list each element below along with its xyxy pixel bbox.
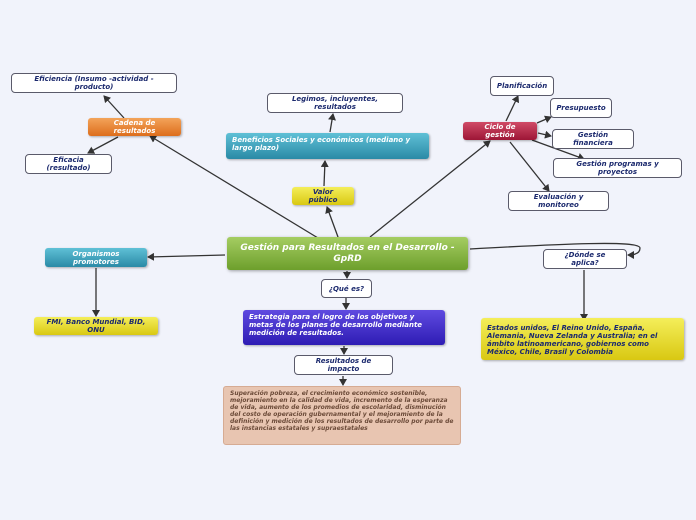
link-ciclo-planificacion: [505, 95, 520, 122]
central-topic-node[interactable]: Gestión para Resultados en el Desarrollo…: [227, 237, 468, 270]
resultados-impacto-node[interactable]: Resultados de impacto: [294, 355, 393, 375]
superacion-node[interactable]: Superación pobreza, el crecimiento econó…: [223, 386, 461, 445]
eficiencia-node[interactable]: Eficiencia (Insumo -actividad - producto…: [11, 73, 177, 93]
organismos-promotores-node[interactable]: Organismos promotores: [45, 248, 147, 267]
link-beneficios-legitimos: [328, 113, 336, 133]
link-central-donde: [469, 242, 641, 259]
ciclo-de-gestion-node[interactable]: Ciclo de gestión: [463, 122, 537, 140]
link-central-cadena: [149, 135, 319, 239]
que-es-node[interactable]: ¿Qué es?: [321, 279, 372, 298]
link-ciclo-presupuesto: [536, 115, 552, 124]
link-central-ciclo: [369, 140, 491, 238]
planificacion-node[interactable]: Planificación: [490, 76, 554, 96]
fmi-node[interactable]: FMI, Banco Mundial, BID, ONU: [34, 317, 158, 335]
link-central-organismos: [147, 252, 226, 261]
donde-se-aplica-node[interactable]: ¿Dónde se aplica?: [543, 249, 627, 269]
link-ciclo-evaluacion: [509, 141, 550, 192]
valor-publico-node[interactable]: Valor público: [292, 187, 354, 205]
paises-node[interactable]: Estados unidos, El Reino Unido, España, …: [481, 318, 684, 360]
link-cadena-eficacia: [87, 136, 119, 154]
link-cadena-eficiencia: [103, 95, 125, 119]
legitimos-node[interactable]: Legimos, incluyentes, resultados: [267, 93, 403, 113]
link-central-valor: [325, 206, 339, 238]
gestion-financiera-node[interactable]: Gestión financiera: [552, 129, 634, 149]
link-valor-beneficios: [320, 160, 329, 187]
gestion-programas-node[interactable]: Gestión programas y proyectos: [553, 158, 682, 178]
estrategia-node[interactable]: Estrategia para el logro de los objetivo…: [243, 310, 445, 345]
cadena-de-resultados-node[interactable]: Cadena de resultados: [88, 118, 181, 136]
evaluacion-node[interactable]: Evaluación y monitoreo: [508, 191, 609, 211]
eficacia-node[interactable]: Eficacia (resultado): [25, 154, 112, 174]
link-ciclo-financiera: [537, 130, 552, 139]
presupuesto-node[interactable]: Presupuesto: [550, 98, 612, 118]
beneficios-node[interactable]: Beneficios Sociales y económicos (median…: [226, 133, 429, 159]
link-ciclo-programas: [531, 139, 585, 161]
